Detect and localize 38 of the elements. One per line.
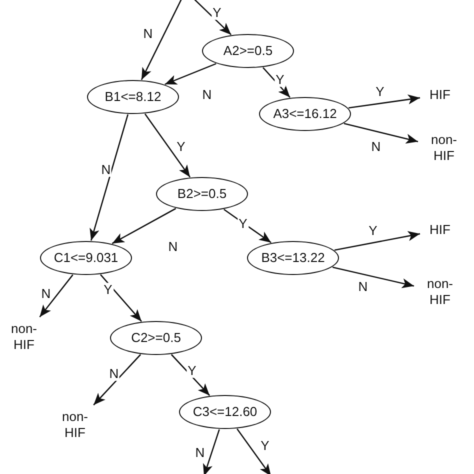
arrow bbox=[348, 94, 420, 109]
arrow bbox=[334, 231, 420, 251]
arrow bbox=[100, 274, 142, 322]
arrow bbox=[262, 67, 290, 98]
leaf-label: HIF bbox=[423, 221, 457, 239]
edge-label: N bbox=[100, 162, 112, 178]
condition-text: B1<=8.12 bbox=[104, 89, 162, 105]
condition-text: C3<=12.60 bbox=[192, 404, 258, 420]
condition-text: C2>=0.5 bbox=[131, 330, 181, 346]
leaf-label: HIF bbox=[423, 86, 457, 104]
condition-text: A2>=0.5 bbox=[223, 43, 273, 59]
leaf-label: non-HIF bbox=[52, 408, 98, 442]
edge-label: Y bbox=[212, 6, 222, 20]
decision-ellipse bbox=[259, 97, 351, 131]
arrow bbox=[90, 114, 129, 241]
arrow bbox=[140, 0, 183, 80]
edge-label: Y bbox=[186, 364, 198, 378]
condition-text: C1<=9.031 bbox=[54, 250, 118, 266]
decision-ellipse bbox=[247, 241, 339, 275]
condition-text: B3<=13.22 bbox=[261, 250, 325, 266]
leaf-label: non-HIF bbox=[1, 320, 47, 354]
arrow bbox=[112, 208, 176, 244]
arrow bbox=[93, 354, 142, 406]
arrow bbox=[192, 0, 232, 36]
arrow bbox=[236, 428, 272, 474]
leaf-label: non-HIF bbox=[417, 275, 463, 309]
condition-text: A3<=16.12 bbox=[273, 106, 337, 122]
condition-text: B2>=0.5 bbox=[177, 186, 227, 202]
arrow bbox=[203, 429, 220, 474]
arrow bbox=[39, 274, 74, 318]
edge-label: Y bbox=[274, 72, 286, 88]
arrow bbox=[332, 266, 414, 288]
arrow bbox=[164, 63, 216, 85]
arrow bbox=[144, 114, 191, 178]
leaf-label: non-HIF bbox=[421, 131, 467, 165]
edge-label: N bbox=[108, 366, 120, 382]
arrow bbox=[344, 122, 418, 144]
arrow bbox=[170, 354, 210, 396]
